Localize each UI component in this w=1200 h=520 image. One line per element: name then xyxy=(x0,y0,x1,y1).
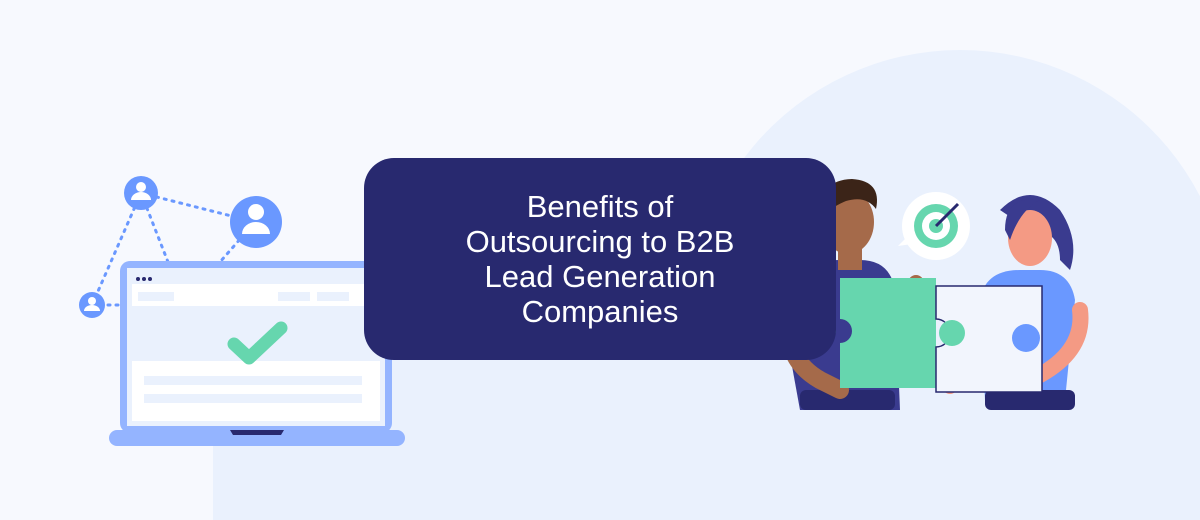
title-banner: Benefits of Outsourcing to B2B Lead Gene… xyxy=(364,158,836,360)
target-icon xyxy=(898,192,970,260)
user-icon xyxy=(79,292,105,318)
page-title: Benefits of Outsourcing to B2B Lead Gene… xyxy=(465,189,735,329)
laptop xyxy=(109,261,405,446)
user-icon xyxy=(124,176,158,210)
user-icon xyxy=(230,196,282,248)
checkmark-icon xyxy=(227,321,288,365)
